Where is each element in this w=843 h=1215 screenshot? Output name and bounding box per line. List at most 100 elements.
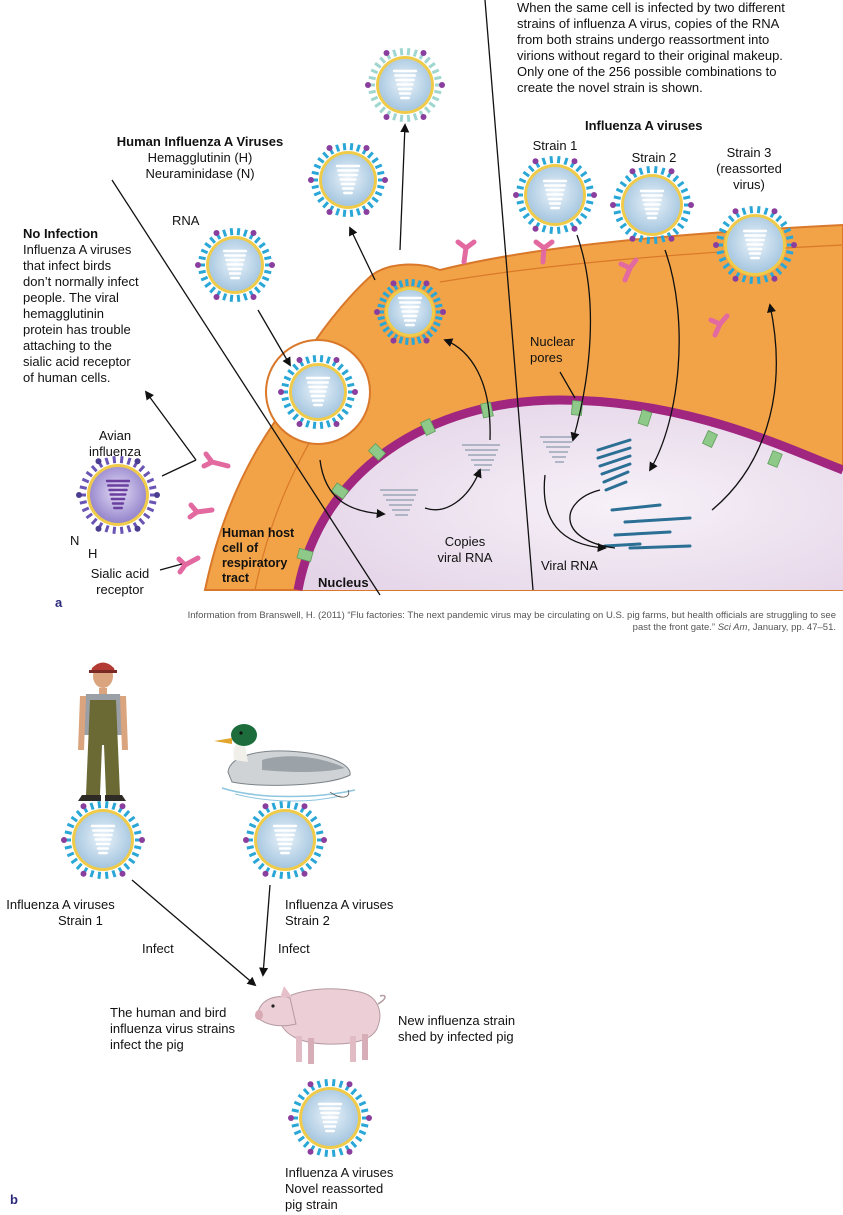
farmer-illustration — [78, 662, 128, 801]
no-infection-line: of human cells. — [23, 370, 111, 385]
viral-rna-label: Viral RNA — [541, 558, 598, 573]
viral-rna-strands — [380, 436, 574, 516]
reassorting-rna — [596, 438, 692, 550]
neuraminidase-label: Neuraminidase (N) — [145, 166, 255, 181]
strain-1-label: Strain 1 — [532, 138, 578, 153]
citation: Information from Branswell, H. (2011) “F… — [100, 610, 836, 634]
virus-strain-1 — [513, 156, 597, 234]
host-cell-line: cell of — [222, 541, 259, 555]
citation-part: , January, pp. 47–51. — [747, 622, 836, 633]
human-virus-legend: Human Influenza A Viruses Hemagglutinin … — [100, 134, 300, 182]
virus-group — [61, 48, 797, 1157]
intro-text: When the same cell is infected by two di… — [517, 0, 785, 96]
pig-illustration — [255, 986, 386, 1064]
human-strain-line: Strain 1 — [58, 913, 103, 928]
citation-line: past the front gate.” Sci Am, January, p… — [100, 622, 836, 634]
copies-line: Copies — [444, 534, 486, 549]
novel-strain-line: Influenza A viruses — [285, 1165, 394, 1180]
copies-label: Copies viral RNA — [430, 534, 500, 566]
no-infection-line: hemagglutinin — [23, 306, 104, 321]
avian-line: influenza — [88, 444, 142, 459]
strain-3-line: (reassorted — [716, 161, 782, 176]
strain-3-line: Strain 3 — [726, 145, 772, 160]
nuclear-pores-line: pores — [530, 350, 563, 365]
novel-strain-label: Influenza A viruses Novel reassorted pig… — [285, 1165, 393, 1213]
copies-line: viral RNA — [437, 550, 493, 565]
intro-line: Only one of the 256 possible combination… — [517, 64, 777, 79]
virus-human-budded — [308, 143, 388, 217]
h-label: H — [88, 546, 98, 561]
intro-line: strains of influenza A virus, copies of … — [517, 16, 780, 31]
host-cell-line: Human host — [222, 526, 295, 540]
bird-strain-line: Influenza A viruses — [285, 897, 394, 912]
virus-novel-b — [288, 1079, 372, 1157]
infect-label-2: Infect — [278, 941, 310, 956]
no-infection-line: Influenza A viruses — [23, 242, 132, 257]
bird-strain-label: Influenza A viruses Strain 2 — [285, 897, 393, 929]
sialic-label: Sialic acid receptor — [70, 566, 170, 598]
pig-infected-line: The human and bird — [110, 1005, 227, 1020]
no-infection-line: that infect birds — [23, 258, 112, 273]
virus-strain-3 — [713, 206, 797, 284]
virus-human-rna — [195, 228, 275, 302]
no-infection-line: people. The viral — [23, 290, 119, 305]
citation-journal: Sci Am — [717, 622, 748, 633]
citation-line: Information from Branswell, H. (2011) “F… — [187, 610, 836, 621]
virus-budding — [374, 279, 446, 345]
panel-a-letter: a — [55, 595, 63, 610]
strain-3-label: Strain 3 (reassorted virus) — [704, 145, 794, 193]
new-strain-line: New influenza strain — [398, 1013, 516, 1028]
rna-label: RNA — [172, 213, 200, 228]
host-cell-line: tract — [222, 571, 250, 585]
sialic-line: receptor — [96, 582, 144, 597]
nuclear-pores-line: Nuclear — [530, 334, 575, 349]
pig-infected-label: The human and bird influenza virus strai… — [110, 1005, 235, 1053]
novel-strain-line: Novel reassorted — [285, 1181, 384, 1196]
strain-3-line: virus) — [733, 177, 765, 192]
avian-line: Avian — [98, 428, 132, 443]
no-infection-line: attaching to the — [23, 338, 112, 353]
panel-a-arrows — [111, 0, 777, 596]
panel-b-letter: b — [10, 1192, 18, 1207]
avian-label: Avian influenza — [70, 428, 160, 460]
nucleus-label: Nucleus — [318, 575, 369, 590]
nucleus — [293, 395, 843, 591]
pig-infected-line: infect the pig — [110, 1037, 184, 1052]
pig-infected-line: influenza virus strains — [110, 1021, 235, 1036]
nuclear-pores-label: Nuclear pores — [530, 334, 575, 366]
virus-bird-b — [243, 801, 327, 879]
no-infection-line: don’t normally infect — [23, 274, 139, 289]
infect-label-1: Infect — [142, 941, 174, 956]
new-strain-line: shed by infected pig — [398, 1029, 514, 1044]
influenza-a-header: Influenza A viruses — [585, 118, 703, 133]
sialic-line: Sialic acid — [90, 566, 150, 581]
citation-part: past the front gate.” — [632, 622, 718, 633]
novel-strain-line: pig strain — [285, 1197, 338, 1212]
virus-strain-2 — [610, 166, 694, 244]
hemagglutinin-label: Hemagglutinin (H) — [147, 150, 253, 165]
virus-in-pocket — [278, 355, 358, 429]
panel-b-arrows — [131, 879, 271, 987]
no-infection-line: sialic acid receptor — [23, 354, 131, 369]
intro-line: When the same cell is infected by two di… — [517, 0, 785, 15]
sialic-acid-receptors — [176, 239, 730, 575]
new-strain-label: New influenza strain shed by infected pi… — [398, 1013, 515, 1045]
bird-strain-line: Strain 2 — [285, 913, 330, 928]
n-label: N — [70, 533, 80, 548]
duck-illustration — [214, 724, 356, 802]
human-strain-label: Influenza A viruses Strain 1 — [0, 897, 123, 929]
strain-2-label: Strain 2 — [631, 150, 677, 165]
intro-line: create the novel strain is shown. — [517, 80, 703, 95]
virus-human-top — [365, 48, 445, 122]
virus-human-b — [61, 801, 145, 879]
human-strain-line: Influenza A viruses — [6, 897, 115, 912]
intro-line: from both strains undergo reassortment i… — [517, 32, 770, 47]
no-infection-title: No Infection — [23, 226, 99, 241]
no-infection-block: No Infection Influenza A viruses that in… — [23, 226, 139, 386]
intro-line: virions without regard to their original… — [517, 48, 783, 63]
human-virus-title: Human Influenza A Viruses — [116, 134, 284, 149]
host-cell-line: respiratory — [222, 556, 288, 570]
host-cell-label: Human host cell of respiratory tract — [222, 526, 294, 586]
